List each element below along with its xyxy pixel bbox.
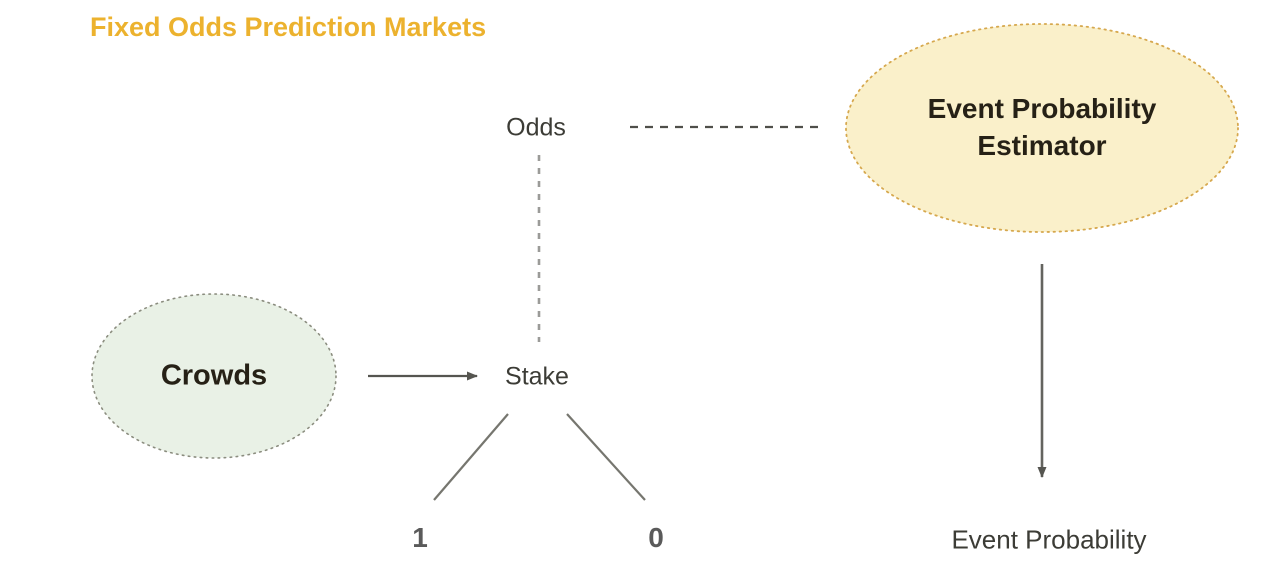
estimator-node-label: Event Probability Estimator xyxy=(928,91,1157,165)
crowds-node-label: Crowds xyxy=(160,359,268,392)
event-probability-label: Event Probability xyxy=(951,524,1147,555)
crowds-node-ellipse xyxy=(91,293,337,459)
outcome-zero-label: 0 xyxy=(648,522,664,553)
estimator-node-label-line1: Event Probability xyxy=(927,93,1157,125)
estimator-node-ellipse xyxy=(845,23,1239,233)
diagram-title: Fixed Odds Prediction Markets xyxy=(90,12,487,42)
stake-label: Stake xyxy=(505,362,569,391)
estimator-node-label-line2: Estimator xyxy=(977,130,1107,161)
odds-label: Odds xyxy=(506,113,566,142)
outcome-one-label: 1 xyxy=(412,522,428,553)
stake-zero-line xyxy=(566,413,646,501)
stake-one-line xyxy=(433,413,509,501)
